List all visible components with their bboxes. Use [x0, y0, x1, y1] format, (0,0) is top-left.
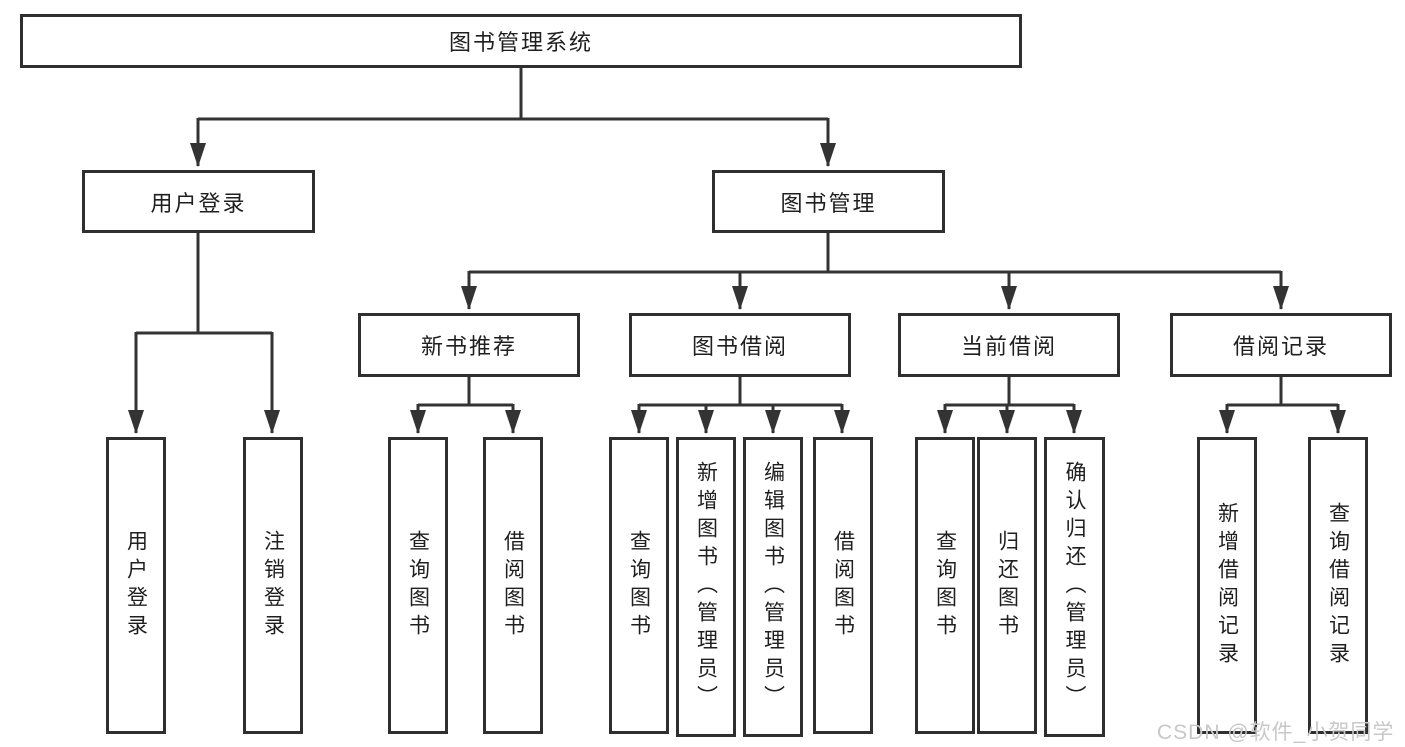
leaf-borrow-books: 借阅图书 — [813, 437, 873, 734]
leaf-query-books-recommend: 查询图书 — [388, 437, 448, 734]
leaf-add-borrow-record: 新增借阅记录 — [1197, 437, 1257, 734]
leaf-query-books-current: 查询图书 — [915, 437, 975, 734]
node-book-borrow: 图书借阅 — [629, 313, 851, 377]
leaf-query-borrow-record: 查询借阅记录 — [1308, 437, 1368, 734]
node-user-login: 用户登录 — [82, 170, 315, 233]
csdn-watermark: CSDN @软件_小贺同学 — [1157, 721, 1395, 744]
node-current-borrow: 当前借阅 — [898, 313, 1120, 377]
node-book-management: 图书管理 — [712, 170, 945, 233]
leaf-return-books: 归还图书 — [977, 437, 1037, 734]
node-new-book-recommend: 新书推荐 — [358, 313, 580, 377]
leaf-query-books-borrow: 查询图书 — [609, 437, 669, 734]
leaf-logout: 注销登录 — [243, 437, 303, 734]
leaf-confirm-return-admin: 确认归还（管理员） — [1044, 437, 1105, 737]
leaf-user-login: 用户登录 — [106, 437, 166, 734]
leaf-add-books-admin: 新增图书（管理员） — [676, 437, 736, 737]
node-borrow-record: 借阅记录 — [1170, 313, 1392, 377]
node-library-management-system: 图书管理系统 — [20, 14, 1022, 68]
leaf-edit-books-admin: 编辑图书（管理员） — [743, 437, 803, 737]
leaf-borrow-books-recommend: 借阅图书 — [483, 437, 543, 734]
